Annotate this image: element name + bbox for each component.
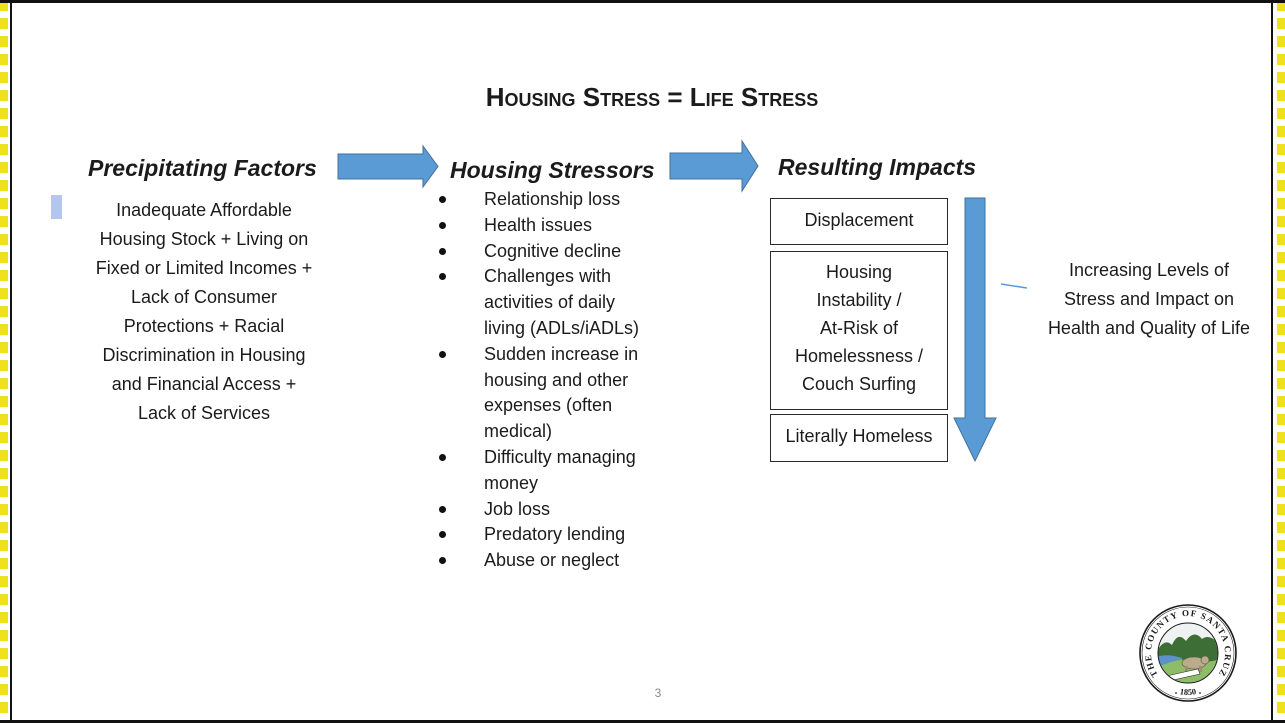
seal-bear-leg xyxy=(1199,666,1202,672)
right-arrow-icon xyxy=(669,139,759,193)
list-item-text: money xyxy=(484,472,539,493)
list-item-text: Cognitive decline xyxy=(484,240,622,261)
list-item: Sudden increase in housing and other exp… xyxy=(436,342,668,445)
seal-dot xyxy=(1175,692,1177,694)
left-edge-stripe xyxy=(0,0,8,723)
text-line: Lack of Consumer xyxy=(130,287,278,307)
connector-line xyxy=(1000,283,1028,289)
list-item-text: Abuse or neglect xyxy=(484,550,620,571)
list-item-text: Job loss xyxy=(484,498,551,519)
list-item: Relationship loss xyxy=(436,187,668,213)
seal-dot xyxy=(1199,692,1201,694)
list-item-text: expenses (often xyxy=(484,395,613,416)
seal-inner-ring xyxy=(1141,606,1235,700)
seal-year-path: 1850 xyxy=(1179,686,1197,697)
list-item-text: Difficulty managing xyxy=(484,446,636,467)
bullet-icon xyxy=(439,196,446,203)
text-line: Couch Surfing xyxy=(801,374,917,394)
text-line: Health and Quality of Life xyxy=(1047,318,1251,338)
trend-note: Increasing Levels of Stress and Impact o… xyxy=(1034,256,1264,343)
bullet-icon xyxy=(439,453,446,461)
bottom-border-line xyxy=(0,720,1285,723)
text-line: Protections + Racial xyxy=(123,316,285,336)
heading-precipitating-factors: Precipitating Factors xyxy=(88,155,317,181)
text-line: Fixed or Limited Incomes + xyxy=(95,258,313,278)
text-line: Homelessness / xyxy=(794,346,924,366)
list-item: Predatory lending xyxy=(436,522,668,548)
heading-housing-stressors: Housing Stressors xyxy=(450,157,655,183)
list-item-text: Sudden increase in xyxy=(484,343,639,364)
bullet-icon xyxy=(439,247,446,255)
impact-box-displacement: Displacement xyxy=(770,198,948,245)
bullet-icon xyxy=(439,221,446,229)
list-item: Abuse or neglect xyxy=(436,548,668,574)
list-item: Cognitive decline xyxy=(436,239,668,265)
seal-emblem-ring xyxy=(1157,622,1219,684)
impact-box-text: Literally Homeless xyxy=(771,422,947,450)
text-line: Literally Homeless xyxy=(785,426,933,446)
top-border-line xyxy=(0,0,1285,3)
list-item-text: Relationship loss xyxy=(484,189,621,209)
text-line: Stress and Impact on xyxy=(1063,289,1235,309)
text-line: Housing xyxy=(825,262,893,282)
text-line: and Financial Access + xyxy=(111,374,297,394)
list-item-text: Predatory lending xyxy=(484,524,626,545)
housing-stressors-list: Relationship loss Health issues Cognitiv… xyxy=(436,187,668,574)
seal-year: 1850 xyxy=(1179,686,1197,697)
list-item-text: housing and other xyxy=(484,369,629,390)
bullet-icon xyxy=(439,557,446,565)
impact-box-housing-instability: Housing Instability / At-Risk of Homeles… xyxy=(770,251,948,410)
seal-bear-head xyxy=(1200,655,1210,665)
bullet-icon xyxy=(439,350,446,358)
impact-box-text: Housing Instability / At-Risk of Homeles… xyxy=(771,258,947,398)
text-line: Inadequate Affordable xyxy=(116,200,292,220)
selection-marker xyxy=(51,195,62,219)
left-border-line xyxy=(10,0,12,723)
text-line: At-Risk of xyxy=(819,318,898,338)
impact-box-text: Displacement xyxy=(771,206,947,234)
page-number: 3 xyxy=(654,686,662,700)
seal-bear-leg xyxy=(1185,666,1188,672)
bullet-icon xyxy=(439,505,446,513)
precipitating-factors-text: Inadequate Affordable Housing Stock + Li… xyxy=(94,196,314,428)
down-arrow-icon xyxy=(953,197,997,463)
list-item: Job loss xyxy=(436,497,668,523)
list-item-text: living (ADLs/iADLs) xyxy=(484,317,640,338)
text-line: Displacement xyxy=(804,210,914,230)
list-item: Difficulty managing money xyxy=(436,445,668,497)
text-line: Increasing Levels of xyxy=(1068,260,1230,280)
list-item-text: medical) xyxy=(484,421,553,442)
text-line: Housing Stock + Living on xyxy=(99,229,309,249)
list-item-text: Challenges with xyxy=(484,266,612,287)
right-edge-stripe xyxy=(1277,0,1285,723)
county-seal-logo: THE COUNTY OF SANTA CRUZ 1850 xyxy=(1139,604,1237,702)
right-border-line xyxy=(1271,0,1273,723)
list-item-text: activities of daily xyxy=(484,292,616,313)
bullet-icon xyxy=(439,531,446,539)
text-line: Discrimination in Housing xyxy=(102,345,306,365)
right-arrow-icon xyxy=(337,144,439,189)
list-item-text: Health issues xyxy=(484,214,593,235)
bullet-icon xyxy=(439,273,446,281)
text-line: Instability / xyxy=(816,290,902,310)
slide-title: Housing Stress = Life Stress xyxy=(485,82,819,112)
impact-box-literally-homeless: Literally Homeless xyxy=(770,414,948,462)
list-item: Challenges with activities of daily livi… xyxy=(436,264,668,341)
list-item: Health issues xyxy=(436,213,668,239)
heading-resulting-impacts: Resulting Impacts xyxy=(778,154,977,180)
text-line: Lack of Services xyxy=(137,403,271,423)
